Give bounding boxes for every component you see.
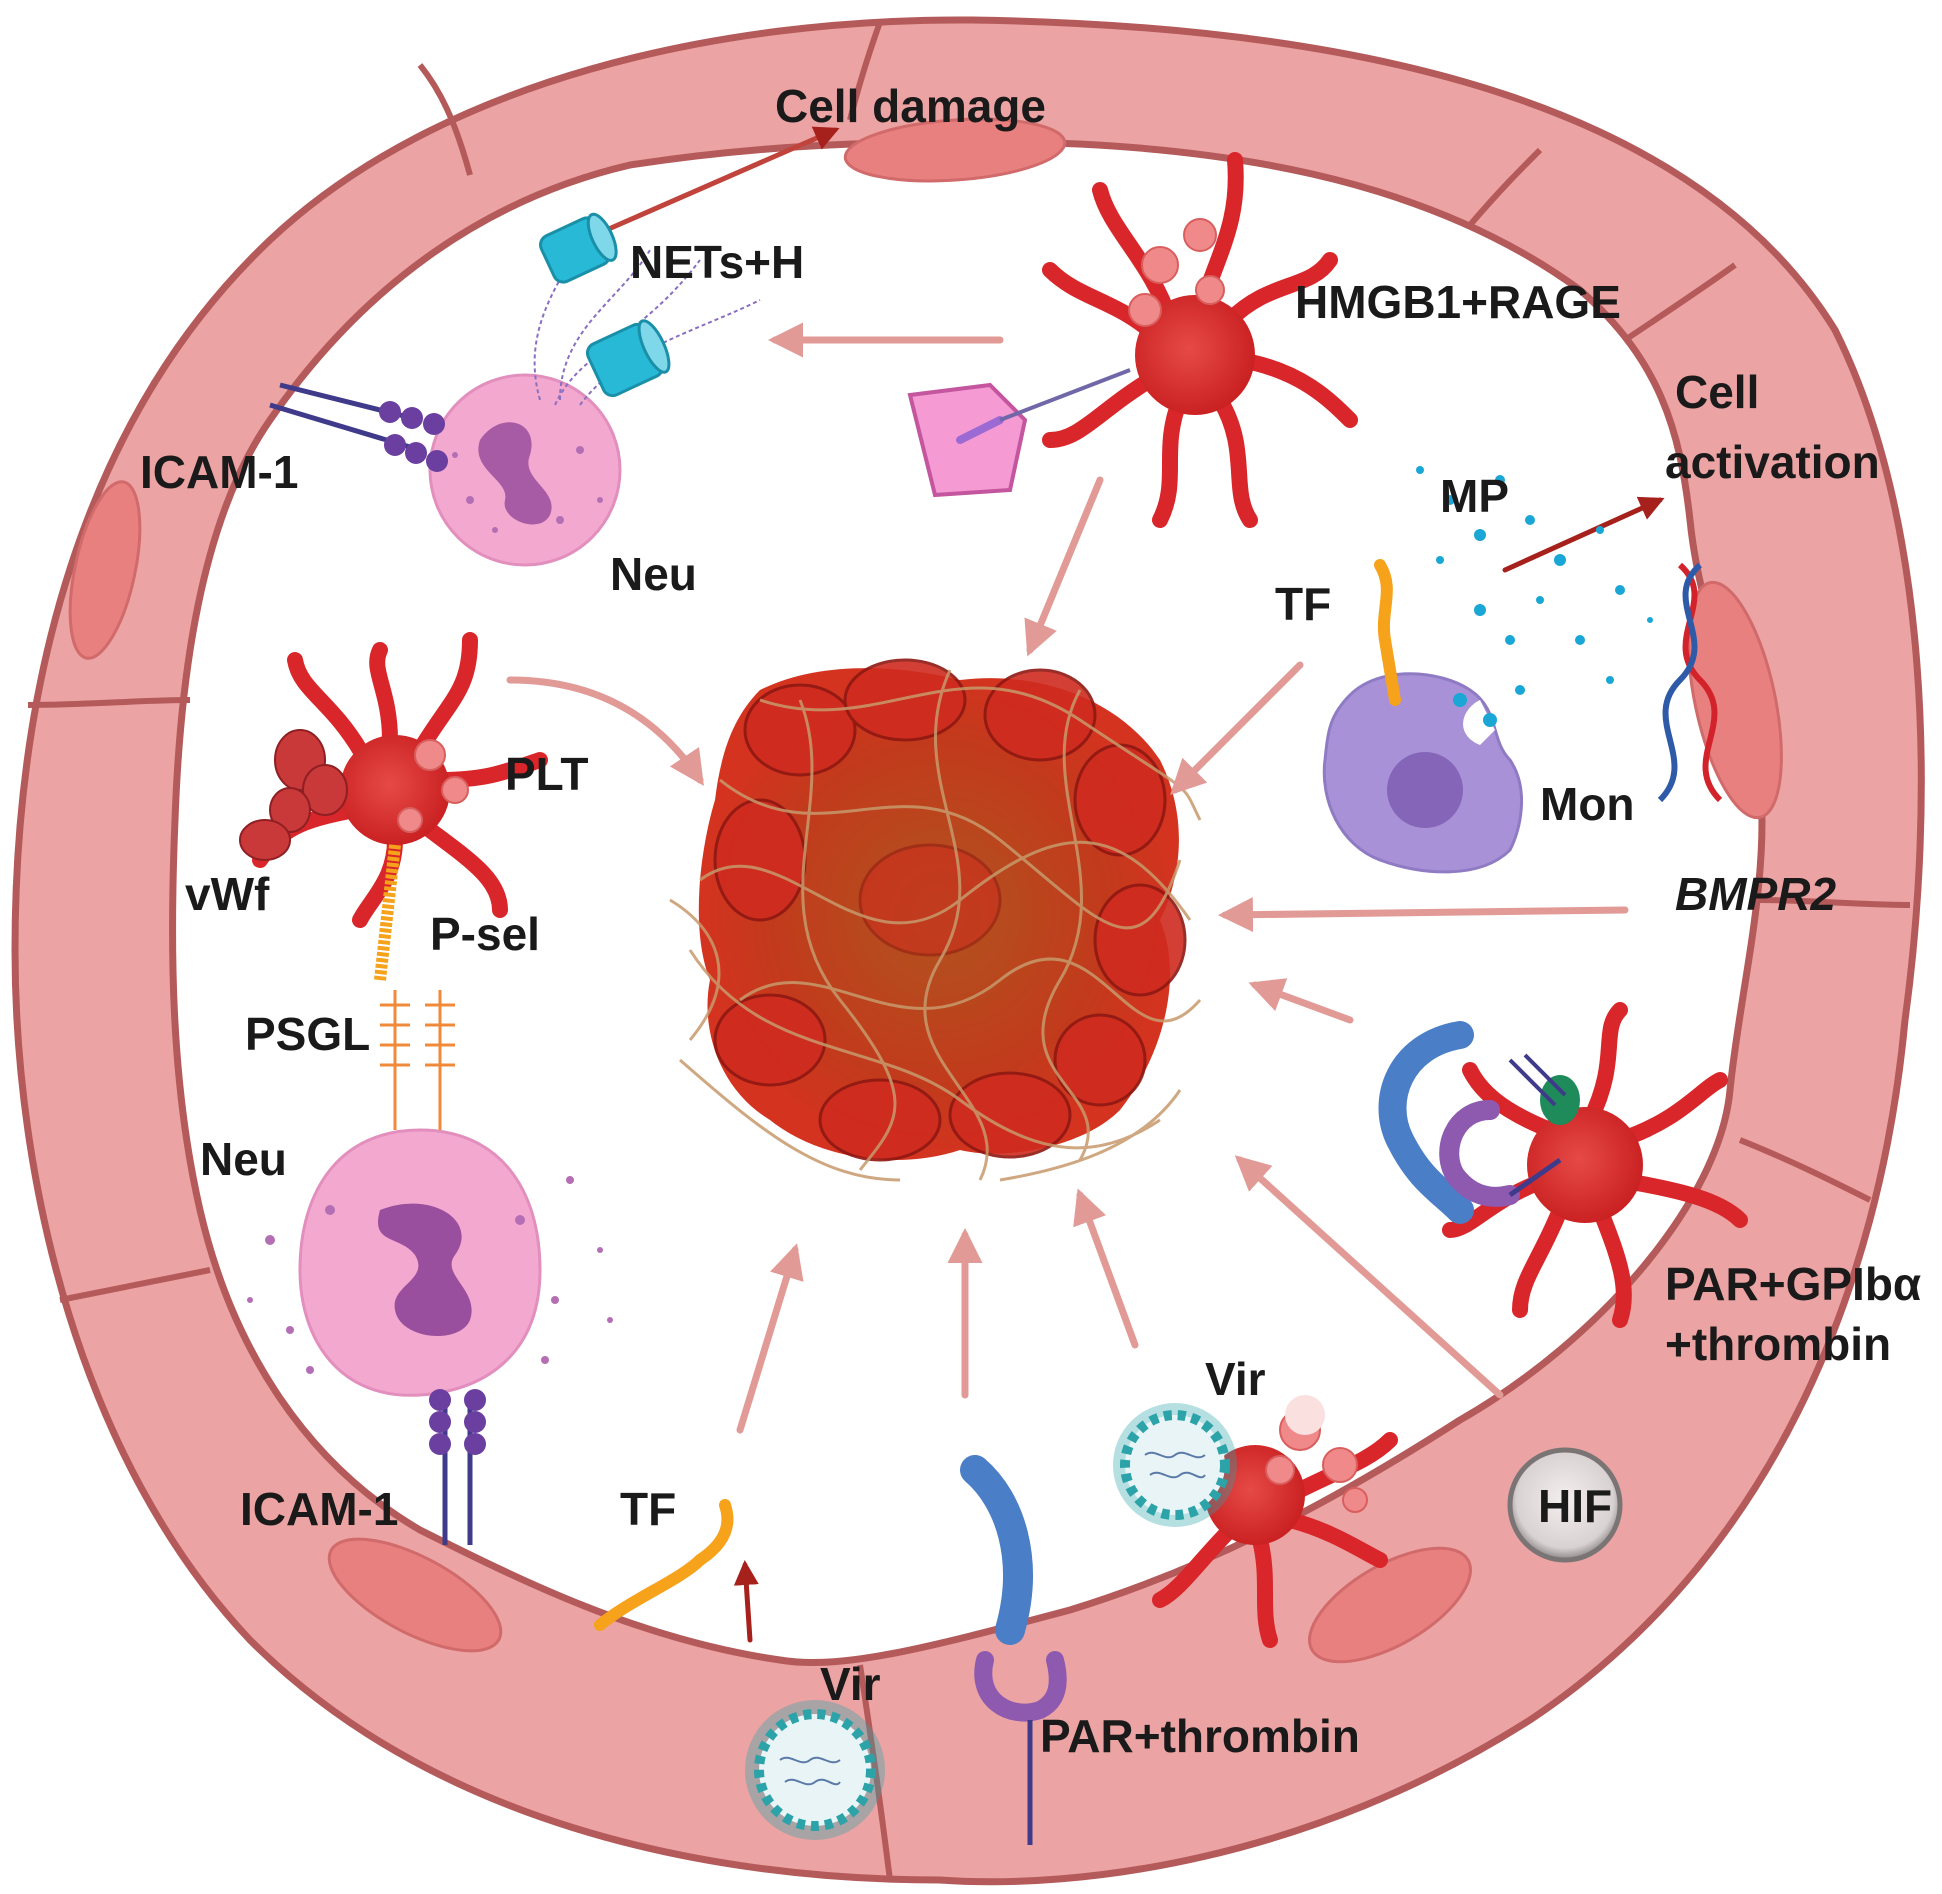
- label-p-sel: P-sel: [430, 908, 540, 960]
- hif-icon: [1507, 1447, 1623, 1563]
- monocyte-icon: [1322, 672, 1524, 874]
- label-mon: Mon: [1540, 778, 1635, 830]
- label-mp: MP: [1440, 470, 1509, 522]
- label-hmgb1-rage: HMGB1+RAGE: [1295, 276, 1621, 328]
- label-neu-bottom: Neu: [200, 1133, 287, 1185]
- neutrophil-icon: [428, 229, 761, 567]
- receptor-icon: [429, 1389, 486, 1545]
- label-thrombin: +thrombin: [1665, 1318, 1891, 1370]
- psgl-icon: [380, 990, 455, 1130]
- platelet-icon: [1442, 1002, 1748, 1328]
- tissue-factor-icon: [594, 1499, 734, 1631]
- label-cell: Cell: [1675, 366, 1759, 418]
- label-vir-bottom: Vir: [820, 1658, 881, 1710]
- receptor-icon: [269, 382, 448, 472]
- arrow-plt-to-thrombus: [506, 676, 704, 786]
- label-nets-h: NETs+H: [630, 236, 804, 288]
- label-psgl: PSGL: [245, 1008, 370, 1060]
- neutrophil-icon: [247, 1128, 613, 1397]
- endothelial-nucleus-icon: [68, 117, 1783, 1664]
- arrows: [506, 126, 1665, 1643]
- arrow-tf-to-thrombus: [1170, 661, 1304, 795]
- histone-icon: [539, 212, 671, 398]
- label-icam1-top: ICAM-1: [140, 446, 298, 498]
- rage-receptor-icon: [907, 368, 1131, 498]
- vessel-wall-icon: [11, 16, 1925, 1886]
- arrow-vir-to-tf: [733, 1560, 759, 1643]
- arrow-par-gpiba-to-thrombus: [1248, 978, 1354, 1024]
- platelet-icon: [239, 632, 548, 981]
- label-vwf: vWf: [185, 868, 270, 920]
- arrow-to-cell-activation: [1502, 496, 1665, 573]
- label-tf-bottom: TF: [620, 1483, 676, 1535]
- label-hif: HIF: [1538, 1480, 1612, 1532]
- label-par-gpiba: PAR+GPIbα: [1665, 1258, 1921, 1310]
- label-vir-right: Vir: [1205, 1353, 1266, 1405]
- label-cell-damage: Cell damage: [775, 80, 1046, 132]
- tissue-factor-icon: [1374, 559, 1401, 706]
- virus-icon: [1113, 1403, 1237, 1527]
- receptor-icon: [1378, 1021, 1567, 1224]
- label-activation: activation: [1665, 436, 1880, 488]
- label-tf-right: TF: [1275, 578, 1331, 630]
- dna-helix-icon: [1657, 562, 1723, 803]
- thrombus-icon: [669, 658, 1202, 1182]
- receptor-icon: [960, 1455, 1067, 1845]
- label-icam1-bottom: ICAM-1: [240, 1483, 398, 1535]
- label-par-thrombin: PAR+thrombin: [1040, 1710, 1360, 1762]
- arrow-bmpr2-to-thrombus: [1218, 897, 1629, 933]
- arrow-vir-to-thrombus: [1073, 1188, 1139, 1349]
- microparticle-icon: [1416, 466, 1653, 727]
- p-sel-icon: [374, 844, 401, 981]
- label-bmpr2: BMPR2: [1675, 868, 1836, 920]
- arrow-tf-bottom-to-thrombus: [736, 1243, 804, 1434]
- label-neu-top: Neu: [610, 548, 697, 600]
- platelet-icon: [1042, 152, 1358, 528]
- label-plt: PLT: [505, 748, 588, 800]
- arrow-to-cell-damage: [592, 126, 840, 238]
- vwf-icon: [239, 729, 348, 861]
- arrow-hmgb1-to-thrombus: [1024, 476, 1104, 657]
- virus-icon: [745, 1700, 885, 1840]
- arrow-hif-to-thrombus: [1234, 1155, 1504, 1399]
- labels: Cell damage NETs+H HMGB1+RAGE ICAM-1 Neu…: [140, 80, 1921, 1762]
